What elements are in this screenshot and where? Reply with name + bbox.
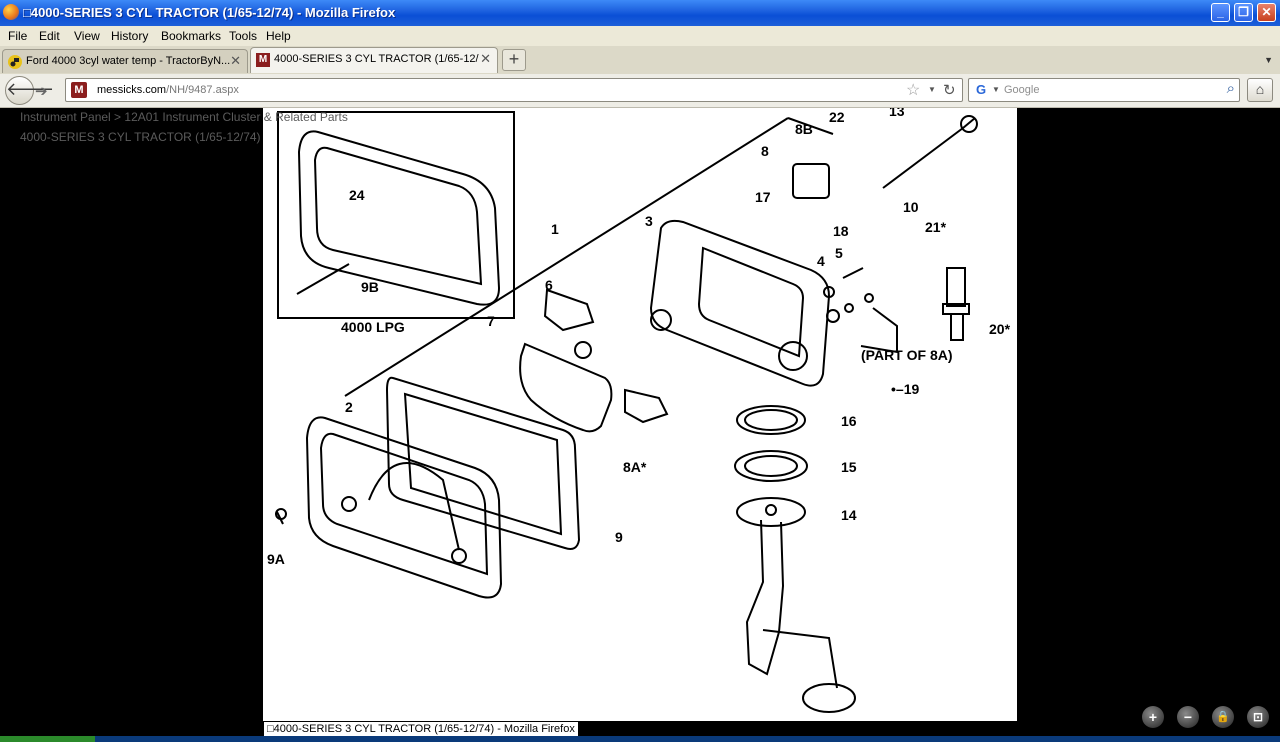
callout-4000-lpg: 4000 LPG [341, 319, 405, 335]
tab-close-icon[interactable]: ✕ [480, 51, 491, 66]
callout-16: 16 [841, 413, 857, 429]
callout-6: 6 [545, 277, 553, 293]
tab-messicks[interactable]: M 4000-SERIES 3 CYL TRACTOR (1/65-12/...… [250, 47, 498, 73]
menu-bookmarks[interactable]: Bookmarks [161, 29, 222, 43]
callout-5: 5 [835, 245, 843, 261]
menu-tools[interactable]: Tools [229, 29, 258, 43]
menu-edit[interactable]: Edit [39, 29, 60, 43]
zoom-in-button[interactable]: + [1142, 706, 1164, 728]
menu-bar: File Edit View History Bookmarks Tools H… [0, 26, 1280, 46]
callout-9: 9 [615, 529, 623, 545]
search-bar[interactable]: G ▼ Google ⌕ [968, 78, 1240, 102]
callout-22: 22 [829, 109, 845, 125]
site-identity-icon[interactable]: M [71, 82, 87, 98]
callout-1: 1 [551, 221, 559, 237]
tab-bar: Ford 4000 3cyl water temp - TractorByN..… [0, 46, 1280, 75]
url-host: messicks.com [97, 84, 167, 96]
callout-9a: 9A [267, 551, 285, 567]
tab-label: 4000-SERIES 3 CYL TRACTOR (1/65-12/... [274, 53, 479, 65]
tab-label: Ford 4000 3cyl water temp - TractorByN..… [26, 55, 231, 67]
callout-7: 7 [487, 313, 495, 329]
firefox-icon [3, 4, 19, 20]
back-button[interactable]: 🡐 [5, 76, 54, 105]
search-placeholder: Google [1004, 84, 1040, 96]
callout-10: 10 [903, 199, 919, 215]
tab-tractorbynet[interactable]: Ford 4000 3cyl water temp - TractorByN..… [2, 49, 248, 73]
window-title-bar[interactable]: □4000-SERIES 3 CYL TRACTOR (1/65-12/74) … [0, 0, 1280, 26]
exploded-view-diagram: 24 9B 4000 LPG 1 2 3 4 5 6 7 8 8B 22 13 … [267, 103, 1011, 713]
callout-18: 18 [833, 223, 849, 239]
home-button[interactable]: ⌂ [1247, 78, 1273, 102]
callout-20: 20* [989, 321, 1011, 337]
callout-8: 8 [761, 143, 769, 159]
callout-15: 15 [841, 459, 857, 475]
tooltip: □4000-SERIES 3 CYL TRACTOR (1/65-12/74) … [263, 721, 579, 737]
callout-2: 2 [345, 399, 353, 415]
search-engine-dropdown-icon[interactable]: ▼ [992, 85, 1000, 94]
parts-diagram-image[interactable]: 24 9B 4000 LPG 1 2 3 4 5 6 7 8 8B 22 13 … [263, 103, 1017, 721]
callout-8a: 8A* [623, 459, 647, 475]
history-dropdown-icon[interactable]: ▼ [928, 85, 936, 94]
minimize-button[interactable]: _ [1211, 3, 1230, 22]
callout-21: 21* [925, 219, 947, 235]
callout-3: 3 [645, 213, 653, 229]
callout-17: 17 [755, 189, 771, 205]
url-path: /NH/9487.aspx [166, 84, 239, 96]
new-tab-button[interactable]: + [502, 49, 526, 71]
navigation-toolbar: 🡐 ➔ M messicks.com/NH/9487.aspx ☆ ▼ ↻ G … [0, 74, 1280, 108]
taskbar-strip [0, 736, 1280, 742]
menu-history[interactable]: History [111, 29, 149, 43]
fit-screen-icon[interactable]: ⊡ [1247, 706, 1269, 728]
tab-close-icon[interactable]: ✕ [230, 53, 241, 68]
list-all-tabs-icon[interactable]: ▼ [1264, 55, 1273, 65]
breadcrumb[interactable]: Instrument Panel > 12A01 Instrument Clus… [20, 110, 348, 124]
maximize-button[interactable]: ❐ [1234, 3, 1253, 22]
search-icon[interactable]: ⌕ [1226, 80, 1235, 97]
callout-9b: 9B [361, 279, 379, 295]
callout-8b: 8B [795, 121, 813, 137]
page-subtitle: 4000-SERIES 3 CYL TRACTOR (1/65-12/74) [20, 130, 261, 144]
window-title: □4000-SERIES 3 CYL TRACTOR (1/65-12/74) … [23, 5, 396, 20]
callout-19: •–19 [891, 381, 919, 397]
close-button[interactable]: ✕ [1257, 3, 1276, 22]
callout-13: 13 [889, 108, 905, 119]
lock-icon[interactable]: 🔒 [1212, 706, 1234, 728]
zoom-out-button[interactable]: − [1177, 706, 1199, 728]
callout-part-of-8a: (PART OF 8A) [861, 347, 953, 363]
reload-icon[interactable]: ↻ [943, 82, 956, 99]
messicks-favicon-icon: M [256, 53, 270, 67]
menu-file[interactable]: File [8, 29, 28, 43]
url-bar[interactable]: M messicks.com/NH/9487.aspx ☆ ▼ ↻ [65, 78, 963, 102]
callout-14: 14 [841, 507, 857, 523]
forward-button[interactable]: ➔ [35, 83, 48, 100]
tractor-favicon-icon [8, 55, 22, 69]
callout-24: 24 [349, 187, 365, 203]
menu-help[interactable]: Help [266, 29, 291, 43]
url-text[interactable]: messicks.com/NH/9487.aspx [97, 84, 239, 96]
menu-view[interactable]: View [74, 29, 100, 43]
start-button[interactable] [0, 736, 95, 742]
callout-4: 4 [817, 253, 825, 269]
bookmark-star-icon[interactable]: ☆ [906, 82, 921, 99]
google-icon[interactable]: G [975, 82, 987, 97]
page-content: 24 9B 4000 LPG 1 2 3 4 5 6 7 8 8B 22 13 … [0, 103, 1280, 737]
